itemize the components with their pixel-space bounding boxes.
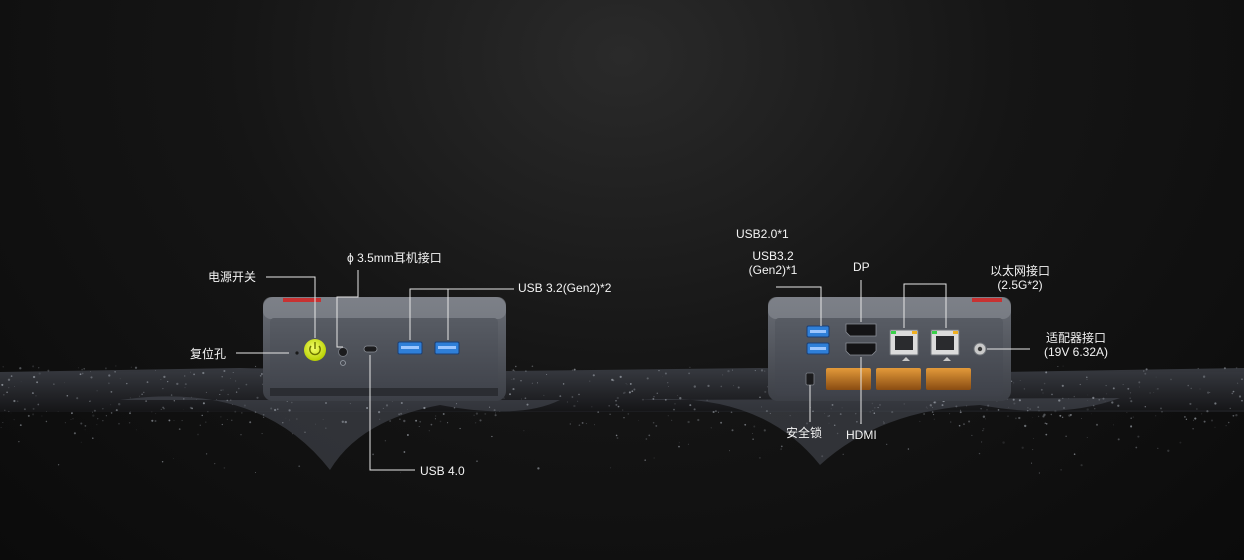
label-adapter-line2: (19V 6.32A) (1043, 345, 1109, 359)
label-usb32-front: USB 3.2(Gen2)*2 (518, 281, 612, 295)
front-base-vent (270, 388, 498, 396)
callout-line-usb32-front (409, 288, 449, 340)
rear-vent-2 (876, 368, 921, 390)
callout-line-headphone (336, 270, 359, 348)
headphone-glyph-icon (340, 360, 346, 366)
label-ethernet: 以太网接口 (2.5G*2) (978, 264, 1062, 292)
label-ethernet-line1: 以太网接口 (989, 264, 1050, 278)
front-mini-pc (263, 297, 506, 401)
label-usb32-rear-line1: USB3.2 (752, 249, 794, 263)
label-usb32-rear-line2: (Gen2)*1 (748, 263, 798, 277)
rear-device-top (768, 297, 1011, 319)
rear-mini-pc (768, 297, 1011, 401)
front-red-strip (283, 298, 321, 302)
label-usb20-rear: USB2.0*1 (736, 227, 789, 241)
rear-vent-3 (926, 368, 971, 390)
diameter-symbol: ϕ (347, 251, 354, 265)
dp-port (845, 323, 877, 337)
label-headphone-text: 3.5mm耳机接口 (357, 251, 442, 265)
rear-vent-1 (826, 368, 871, 390)
callout-lines (236, 270, 1030, 471)
front-device-top (263, 297, 506, 319)
callout-line-power (266, 276, 316, 338)
rear-red-strip (972, 298, 1002, 302)
headphone-jack (338, 347, 348, 357)
label-usb32-rear: USB3.2 (Gen2)*1 (738, 249, 808, 277)
label-reset-hole: 复位孔 (190, 347, 227, 361)
security-lock-slot (805, 372, 815, 386)
label-hdmi: HDMI (846, 428, 877, 442)
front-panel (270, 318, 498, 396)
label-dp: DP (853, 260, 870, 274)
callout-line-usb4 (369, 355, 415, 471)
label-adapter-line1: 适配器接口 (1045, 331, 1106, 345)
label-power-switch: 电源开关 (208, 270, 257, 284)
label-ethernet-line2: (2.5G*2) (997, 278, 1043, 292)
usb4-port (363, 345, 378, 353)
hdmi-port (845, 342, 877, 356)
floor-dust (0, 365, 1244, 474)
callout-line-usb-rear (776, 286, 822, 326)
label-headphone: ϕ 3.5mm耳机接口 (347, 251, 442, 265)
label-security-lock: 安全锁 (786, 426, 823, 440)
label-adapter: 适配器接口 (19V 6.32A) (1034, 331, 1118, 359)
label-usb4: USB 4.0 (420, 464, 465, 478)
callout-line-ethernet (903, 283, 947, 328)
reset-hole (295, 351, 299, 355)
power-button (304, 339, 326, 361)
power-icon (309, 345, 321, 356)
